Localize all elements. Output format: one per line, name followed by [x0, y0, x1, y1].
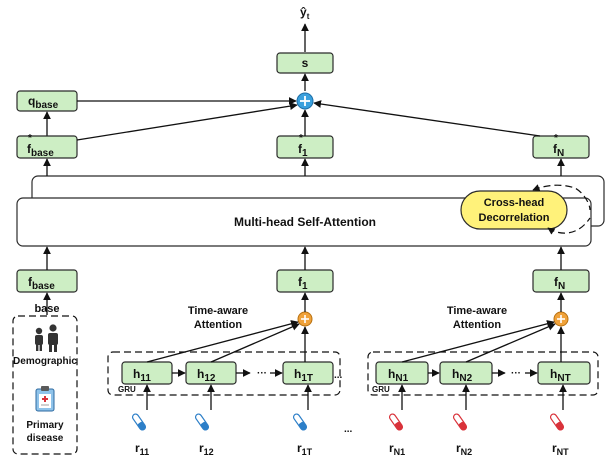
base-label: base — [34, 303, 59, 315]
svg-text:hNT: hNT — [550, 367, 571, 384]
svg-text:Multi-head Self-Attention: Multi-head Self-Attention — [234, 215, 376, 229]
gru-label-1: GRU — [118, 385, 136, 394]
h-node-nt: hNT — [537, 361, 591, 385]
svg-text:fN: fN — [553, 142, 564, 159]
f-n-node: fN — [532, 269, 590, 293]
h-node-12: h12 — [185, 361, 237, 385]
test-tube-icon — [452, 413, 468, 431]
ellipsis-tubes: ... — [344, 424, 353, 435]
svg-text:h1T: h1T — [294, 367, 313, 384]
multi-head-self-attention-block: Multi-head Self-Attention — [16, 197, 592, 247]
clipboard-icon — [35, 386, 55, 412]
r-label-11: r11 — [135, 441, 149, 456]
svg-text:*: * — [28, 133, 32, 144]
q-base-node: qbase — [16, 90, 78, 112]
attention-sum-node-n — [553, 311, 569, 327]
time-aware-attention-label-1: Time-aware — [188, 305, 248, 317]
test-tube-icon — [131, 413, 147, 431]
sum-node — [296, 92, 314, 110]
test-tube-icon — [292, 413, 308, 431]
primary-disease-line2: disease — [27, 433, 64, 444]
test-tube-icon — [549, 413, 565, 431]
test-tube-icon — [194, 413, 210, 431]
time-aware-attention-label-n: Time-aware — [447, 305, 507, 317]
cross-head-decorrelation: Cross-head Decorrelation — [460, 190, 568, 230]
svg-text:f1: f1 — [298, 275, 308, 292]
svg-text:f1: f1 — [298, 142, 308, 159]
people-icon — [35, 324, 58, 352]
h-node-11: h11 — [121, 361, 173, 385]
svg-text:hN1: hN1 — [388, 367, 409, 384]
h-node-n1: hN1 — [375, 361, 429, 385]
svg-text:Cross-head: Cross-head — [484, 197, 545, 209]
svg-text:ŷt: ŷt — [300, 5, 310, 21]
svg-text:*: * — [299, 133, 303, 144]
r-label-nt: rNT — [552, 441, 569, 456]
gru-label-n: GRU — [372, 385, 390, 394]
attention-sum-node-1 — [297, 311, 313, 327]
svg-text:qbase: qbase — [28, 94, 59, 111]
svg-text:*: * — [554, 133, 558, 144]
svg-text:fbase: fbase — [27, 142, 54, 159]
svg-text:fN: fN — [554, 275, 565, 292]
svg-text:s: s — [302, 56, 309, 70]
output-label: ŷt — [300, 5, 310, 21]
test-tube-icon — [388, 413, 404, 431]
svg-text:fbase: fbase — [28, 275, 55, 292]
r-label-n1: rN1 — [389, 441, 405, 456]
r-label-n2: rN2 — [456, 441, 472, 456]
ellipsis-middle: ... — [334, 370, 343, 381]
time-aware-attention-label-nb: Attention — [453, 319, 502, 331]
r-label-12: r12 — [199, 441, 214, 456]
primary-disease-line1: Primary — [26, 420, 64, 431]
h-node-1t: h1T — [282, 361, 334, 385]
ellipsis-hn: ··· — [511, 368, 521, 379]
h-node-n2: hN2 — [439, 361, 493, 385]
f-base-node: fbase — [16, 269, 78, 293]
svg-text:Decorrelation: Decorrelation — [479, 212, 550, 224]
time-aware-attention-label-1b: Attention — [194, 319, 243, 331]
r-label-1t: r1T — [297, 441, 313, 456]
ellipsis-h1: ··· — [257, 368, 267, 379]
f-star-base-node: fbase * — [16, 133, 78, 159]
f-star-n-node: fN * — [532, 133, 590, 159]
f-1-node: f1 — [276, 269, 334, 293]
svg-text:h12: h12 — [197, 367, 216, 384]
f-star-1-node: f1 * — [276, 133, 334, 159]
s-node: s — [276, 52, 334, 74]
demographic-label: Demographic — [13, 356, 77, 367]
svg-text:h11: h11 — [133, 367, 151, 384]
svg-text:hN2: hN2 — [452, 367, 473, 384]
